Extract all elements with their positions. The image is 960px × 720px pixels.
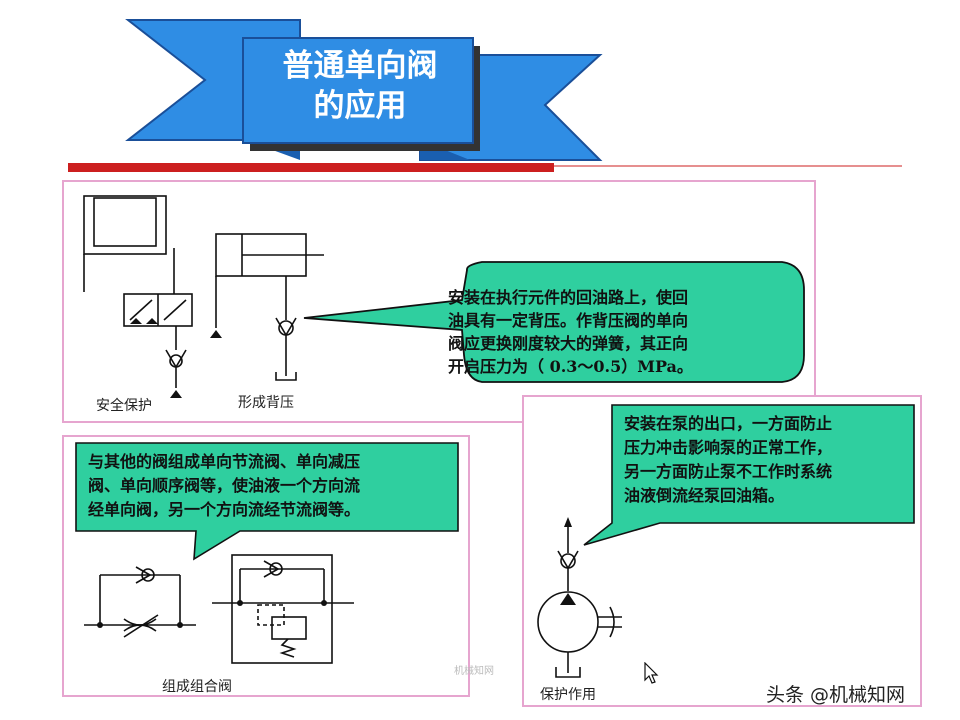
pump-tank <box>555 667 581 678</box>
bp-line-2: 油具有一定背压。作背压阀的单向 <box>448 311 689 330</box>
tank-safety <box>170 390 182 398</box>
throttle-check-seat <box>135 566 152 584</box>
cylinder-outer <box>83 195 167 255</box>
bubble-combination-text: 与其他的阀组成单向节流阀、单向减压 阀、单向顺序阀等，使油液一个方向流 经单向阀… <box>88 450 360 522</box>
pump-rotation <box>609 606 615 638</box>
pump-out-arrow <box>564 517 572 527</box>
red-rule <box>68 163 554 172</box>
mouse-cursor-icon <box>644 662 659 684</box>
bubble-pump-text: 安装在泵的出口，一方面防止 压力冲击影响泵的正常工作， 另一方面防止泵不工作时系… <box>624 412 832 508</box>
combo-line-1: 与其他的阀组成单向节流阀、单向减压 <box>88 452 361 471</box>
label-backpressure: 形成背压 <box>238 395 294 411</box>
check-seat-safety <box>165 349 187 369</box>
node-3 <box>237 600 243 606</box>
combo-line-2: 阀、单向顺序阀等，使油液一个方向流 <box>88 476 361 495</box>
throttle-orifice <box>123 618 157 632</box>
tank-valve-1 <box>130 318 142 324</box>
reducer-spring <box>279 638 297 658</box>
dir-valve-arrow-2 <box>163 299 187 321</box>
node-2 <box>177 622 183 628</box>
diagram-safety-backpressure <box>83 195 805 398</box>
bubble-combination <box>75 442 459 561</box>
cylinder-inner <box>93 197 157 247</box>
diagram-pump <box>537 404 915 678</box>
throttle-adjust <box>123 614 159 638</box>
label-protection: 保护作用 <box>540 687 596 703</box>
tank-bp-left <box>210 330 222 338</box>
page-title: 普通单向阀 的应用 <box>245 46 475 126</box>
bubble-backpressure-text: 安装在执行元件的回油路上，使回 油具有一定背压。作背压阀的单向 阀应更换刚度较大… <box>448 286 693 378</box>
tank-bp <box>275 372 297 381</box>
title-line-2: 的应用 <box>313 88 407 124</box>
bubble-pump <box>583 404 915 546</box>
reducer-pilot <box>257 604 285 626</box>
banner-front <box>242 37 474 144</box>
throttle-check-ball <box>141 568 155 582</box>
pump-triangle <box>560 593 576 605</box>
diagram-combination <box>75 442 459 664</box>
label-combination: 组成组合阀 <box>162 679 232 695</box>
node-4 <box>321 600 327 606</box>
pump-line-4: 油液倒流经泵回油箱。 <box>624 486 785 505</box>
bp-line-1: 安装在执行元件的回油路上，使回 <box>448 288 689 307</box>
combo-box <box>231 554 333 664</box>
watermark: 机械知网 <box>454 666 494 677</box>
title-banner <box>68 19 902 172</box>
pump-line-2: 压力冲击影响泵的正常工作， <box>624 438 833 457</box>
title-line-1: 普通单向阀 <box>282 48 438 84</box>
dir-valve-arrow-1 <box>129 299 153 321</box>
node-1 <box>97 622 103 628</box>
bp-line-3: 阀应更换刚度较大的弹簧，其正向 <box>448 334 689 353</box>
label-safety: 安全保护 <box>96 398 152 414</box>
brand-watermark: 头条 @机械知网 <box>766 684 906 706</box>
pump-line-3: 另一方面防止泵不工作时系统 <box>624 462 833 481</box>
bp-line-4: 开启压力为（ 0.3～0.5）MPa。 <box>448 357 693 376</box>
combo-line-3: 经单向阀，另一个方向流经节流阀等。 <box>88 500 361 519</box>
pump-line-1: 安装在泵的出口，一方面防止 <box>624 414 833 433</box>
bubble-backpressure <box>303 261 805 383</box>
tank-valve-2 <box>146 318 158 324</box>
reducer-body <box>271 616 307 640</box>
